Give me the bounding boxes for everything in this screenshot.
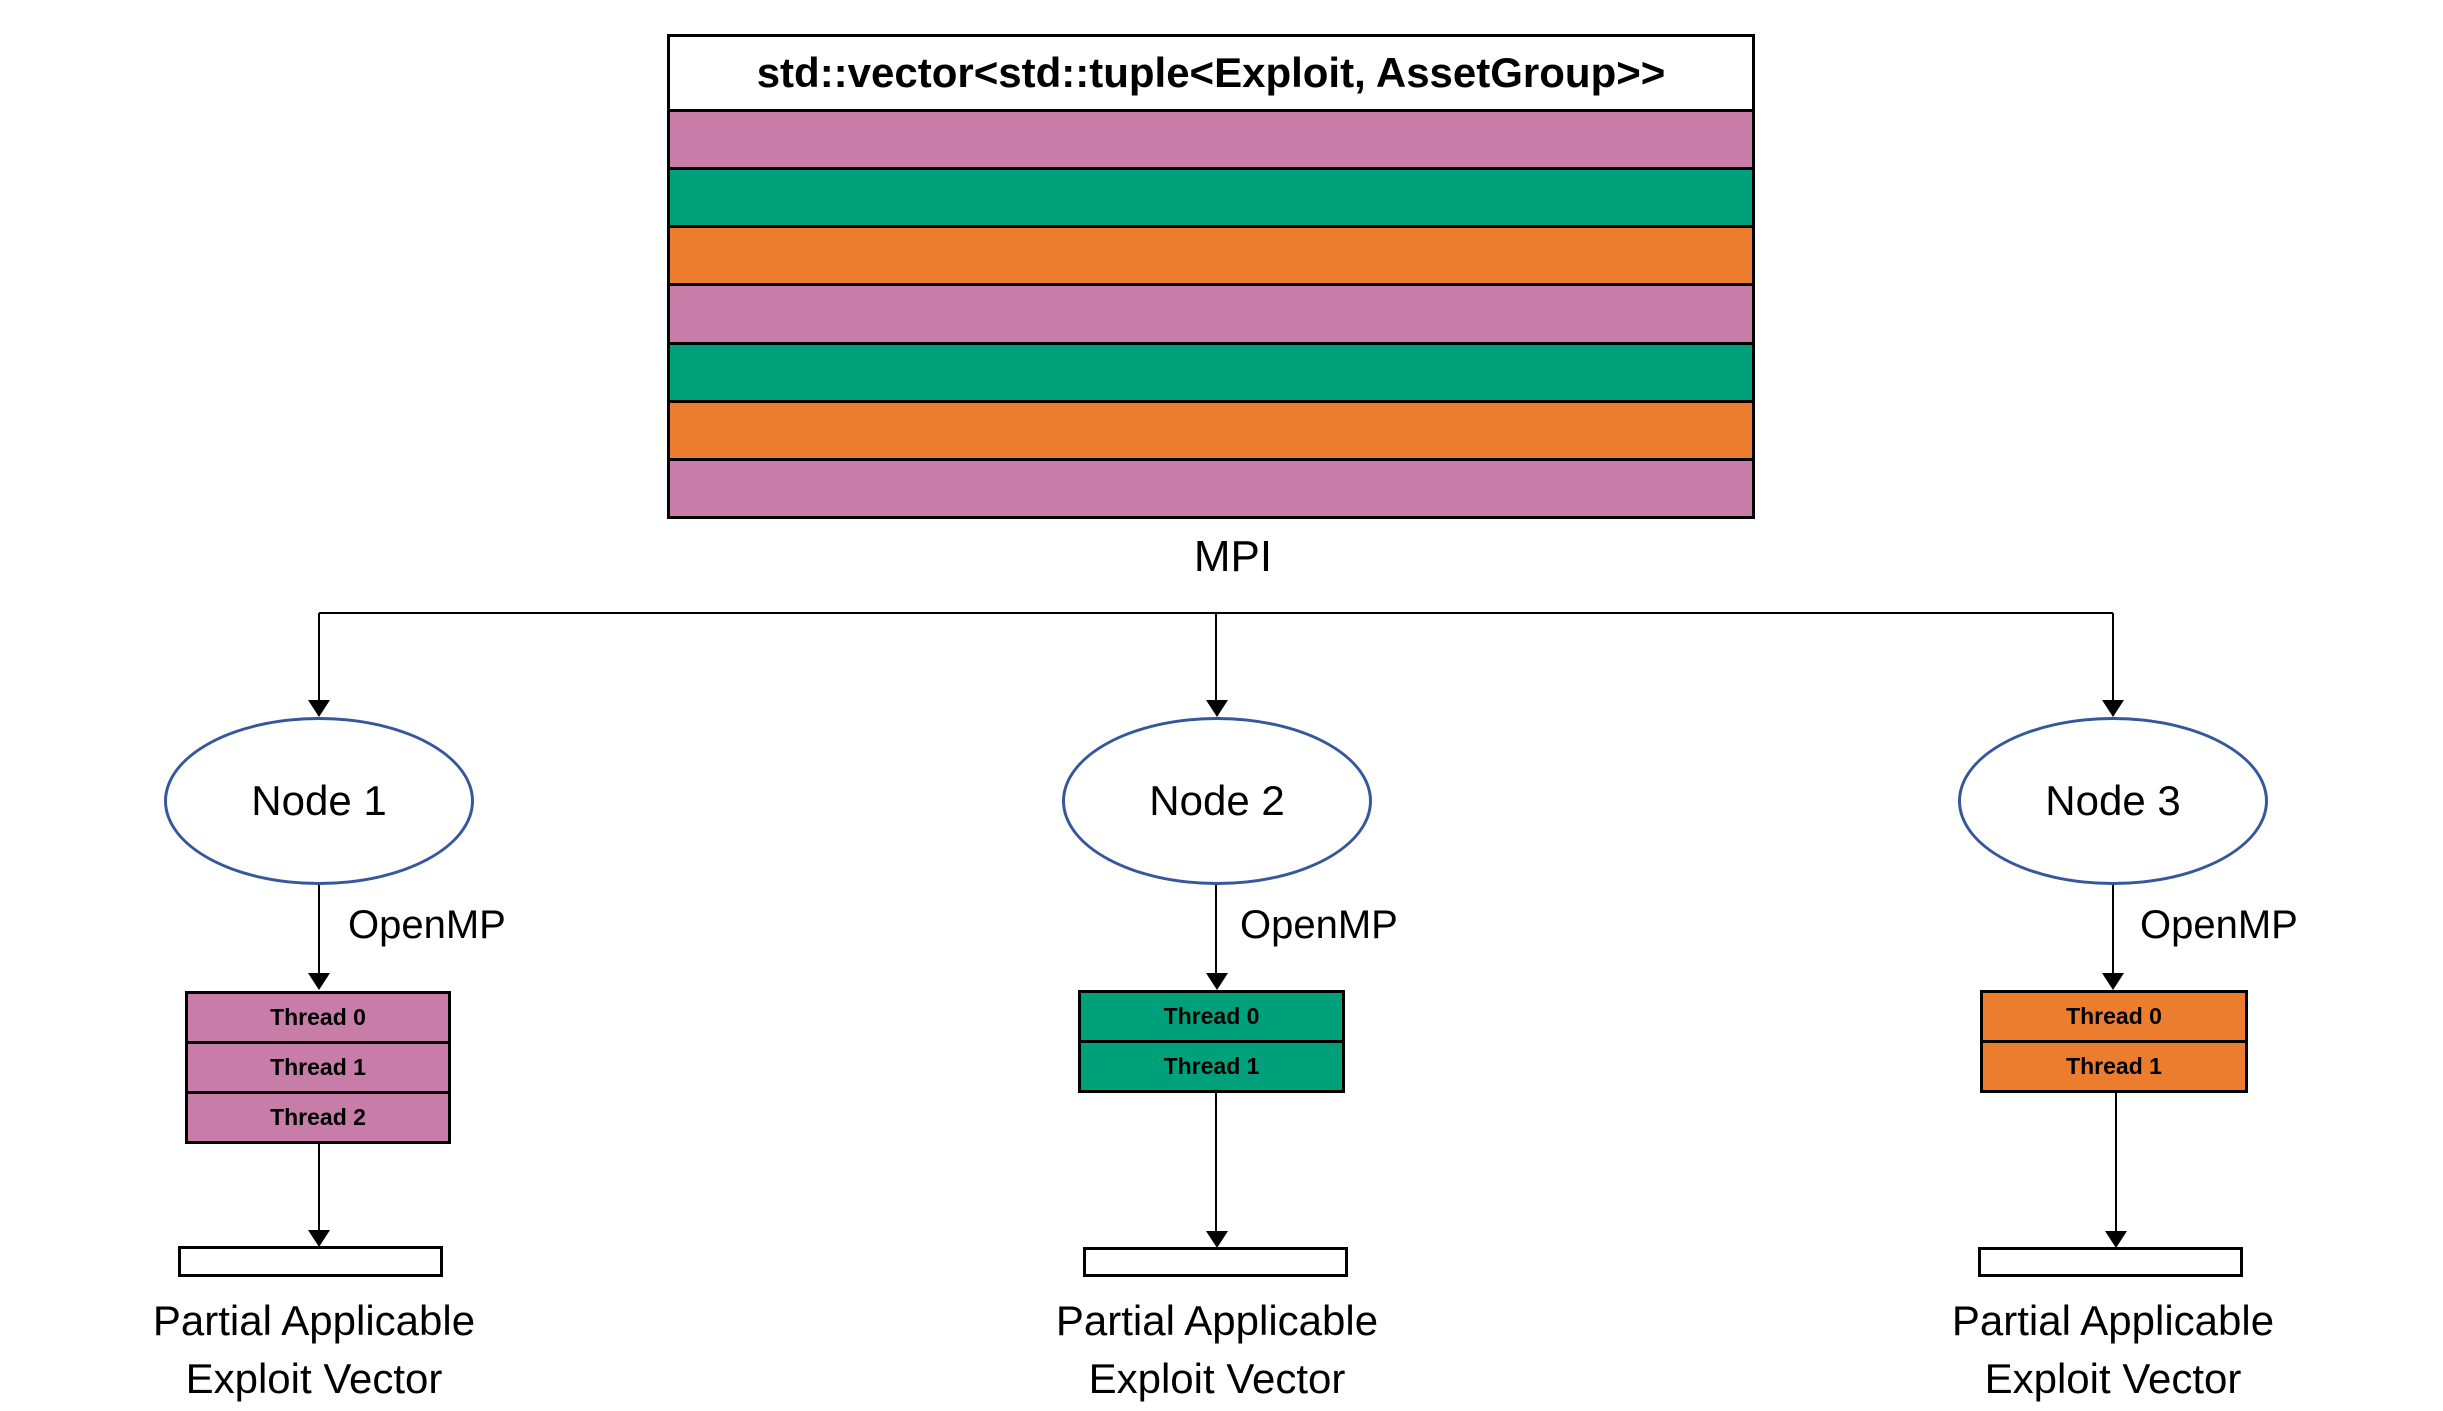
- caption-line: Partial Applicable: [1055, 1297, 1379, 1344]
- vector-stripe: [670, 228, 1752, 284]
- output-line-node3: [2115, 1093, 2117, 1232]
- thread-row: Thread 1: [1081, 1043, 1342, 1090]
- partial-vector-bar-node1: [178, 1246, 443, 1277]
- caption-line: Partial Applicable: [1951, 1297, 2275, 1344]
- vector-stripe: [670, 402, 1752, 458]
- openmp-label-node2: OpenMP: [1240, 903, 1398, 947]
- thread-row: Thread 2: [188, 1094, 448, 1141]
- arrowhead-down-icon: [2105, 1231, 2127, 1248]
- caption-line: Exploit Vector: [1984, 1355, 2242, 1402]
- vector-stripe: [670, 344, 1752, 400]
- arrowhead-down-icon: [1206, 973, 1228, 990]
- partial-vector-bar-node2: [1083, 1247, 1348, 1277]
- caption-line: Partial Applicable: [152, 1297, 476, 1344]
- connector-line-node1: [318, 613, 320, 700]
- vector-stripe: [670, 286, 1752, 342]
- node-3-label: Node 3: [2045, 777, 2181, 824]
- partial-vector-bar-node3: [1978, 1247, 2243, 1277]
- arrowhead-down-icon: [1206, 1231, 1228, 1248]
- connector-line-node3: [2112, 613, 2114, 700]
- thread-row: Thread 0: [1081, 993, 1342, 1040]
- thread-row: Thread 0: [188, 994, 448, 1041]
- output-caption-node3: Partial Applicable Exploit Vector: [1853, 1292, 2373, 1408]
- node-3-thread-stack: Thread 0 Thread 1: [1980, 990, 2248, 1093]
- caption-line: Exploit Vector: [185, 1355, 443, 1402]
- caption-line: Exploit Vector: [1088, 1355, 1346, 1402]
- arrowhead-down-icon: [1206, 700, 1228, 717]
- output-caption-node2: Partial Applicable Exploit Vector: [957, 1292, 1477, 1408]
- openmp-line-node3: [2112, 885, 2114, 973]
- vector-box-title: std::vector<std::tuple<Exploit, AssetGro…: [670, 37, 1752, 109]
- mpi-label: MPI: [1193, 532, 1273, 581]
- thread-row: Thread 1: [1983, 1043, 2245, 1090]
- openmp-line-node2: [1215, 885, 1217, 973]
- node-3-ellipse: Node 3: [1958, 717, 2268, 885]
- vector-stripe: [670, 460, 1752, 516]
- vector-stripe: [670, 170, 1752, 226]
- openmp-label-node1: OpenMP: [348, 903, 506, 947]
- node-2-label: Node 2: [1149, 777, 1285, 824]
- output-line-node1: [318, 1144, 320, 1232]
- arrowhead-down-icon: [2102, 700, 2124, 717]
- node-1-label: Node 1: [251, 777, 387, 824]
- arrowhead-down-icon: [308, 700, 330, 717]
- exploit-vector-box: std::vector<std::tuple<Exploit, AssetGro…: [667, 34, 1755, 519]
- arrowhead-down-icon: [2102, 973, 2124, 990]
- arrowhead-down-icon: [308, 973, 330, 990]
- connector-line-node2: [1215, 613, 1217, 700]
- output-line-node2: [1215, 1093, 1217, 1232]
- node-1-thread-stack: Thread 0 Thread 1 Thread 2: [185, 991, 451, 1144]
- output-caption-node1: Partial Applicable Exploit Vector: [54, 1292, 574, 1408]
- vector-stripe: [670, 112, 1752, 168]
- thread-row: Thread 1: [188, 1044, 448, 1091]
- openmp-label-node3: OpenMP: [2140, 903, 2298, 947]
- thread-row: Thread 0: [1983, 993, 2245, 1040]
- openmp-line-node1: [318, 885, 320, 973]
- node-1-ellipse: Node 1: [164, 717, 474, 885]
- arrowhead-down-icon: [308, 1230, 330, 1247]
- node-2-ellipse: Node 2: [1062, 717, 1372, 885]
- node-2-thread-stack: Thread 0 Thread 1: [1078, 990, 1345, 1093]
